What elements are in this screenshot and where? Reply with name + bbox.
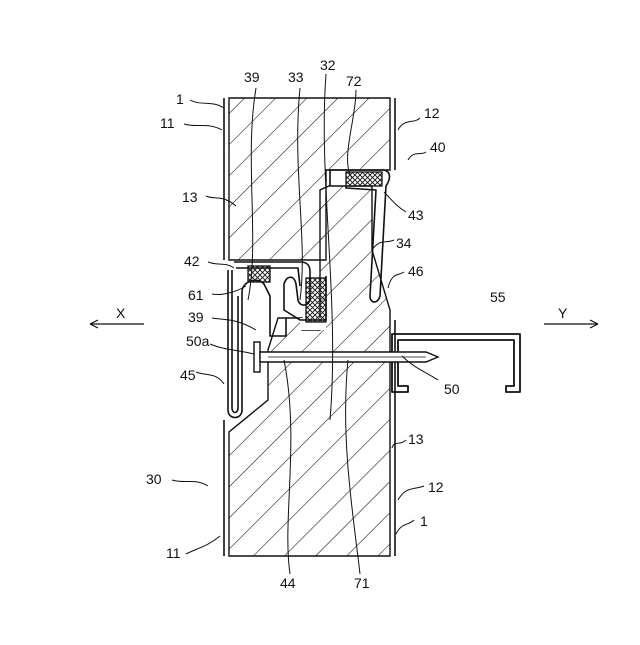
label-13-top: 13 (182, 189, 198, 205)
label-1-top: 1 (176, 91, 184, 107)
label-12-top: 12 (424, 105, 440, 121)
seal-71 (306, 278, 326, 322)
seal-72 (346, 172, 382, 186)
label-55: 55 (490, 289, 506, 305)
label-42: 42 (184, 253, 200, 269)
label-y: Y (558, 305, 568, 321)
label-71: 71 (354, 575, 370, 591)
label-30: 30 (146, 471, 162, 487)
label-34: 34 (396, 235, 412, 251)
label-12-bot: 12 (428, 479, 444, 495)
label-11-bot: 11 (166, 545, 181, 561)
label-x: X (116, 305, 126, 321)
label-72: 72 (346, 73, 362, 89)
label-11-top: 11 (160, 115, 175, 131)
label-39-top: 39 (244, 69, 260, 85)
label-33: 33 (288, 69, 304, 85)
label-44: 44 (280, 575, 296, 591)
label-50: 50 (444, 381, 460, 397)
label-40: 40 (430, 139, 446, 155)
label-39-mid: 39 (188, 309, 204, 325)
label-46: 46 (408, 263, 424, 279)
label-45: 45 (180, 367, 196, 383)
label-43: 43 (408, 207, 424, 223)
label-61: 61 (188, 287, 204, 303)
label-1-bot: 1 (420, 513, 428, 529)
label-50a: 50a (186, 333, 210, 349)
label-13-bot: 13 (408, 431, 424, 447)
label-32: 32 (320, 57, 336, 73)
